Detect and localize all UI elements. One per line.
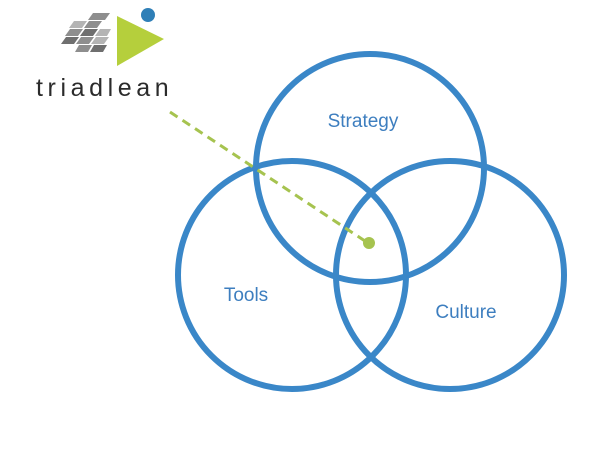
logo-block-4	[80, 29, 98, 36]
logo-block-1	[61, 37, 79, 44]
logo-block-5	[69, 21, 87, 28]
logo-blue-dot	[141, 8, 155, 22]
logo-green-triangle	[117, 16, 164, 66]
logo-block-7	[75, 45, 92, 52]
logo-wordmark: triadlean	[36, 74, 173, 102]
logo-block-6	[84, 21, 102, 28]
venn-circle-culture	[333, 158, 567, 392]
triadlean-logo: triadlean	[36, 8, 173, 102]
venn-label-strategy: Strategy	[328, 111, 399, 132]
logo-block-9	[91, 37, 109, 44]
venn-circle-tools	[175, 158, 409, 392]
logo-block-11	[88, 13, 110, 20]
pointer-dashed-line	[169, 110, 369, 245]
venn-diagram	[175, 51, 567, 392]
venn-label-tools: Tools	[224, 285, 268, 306]
logo-block-8	[90, 45, 107, 52]
logo-block-3	[65, 29, 83, 36]
logo-block-2	[76, 37, 94, 44]
venn-label-culture: Culture	[435, 302, 496, 323]
logo-block-10	[95, 29, 111, 36]
pointer-center-dot	[363, 237, 375, 249]
